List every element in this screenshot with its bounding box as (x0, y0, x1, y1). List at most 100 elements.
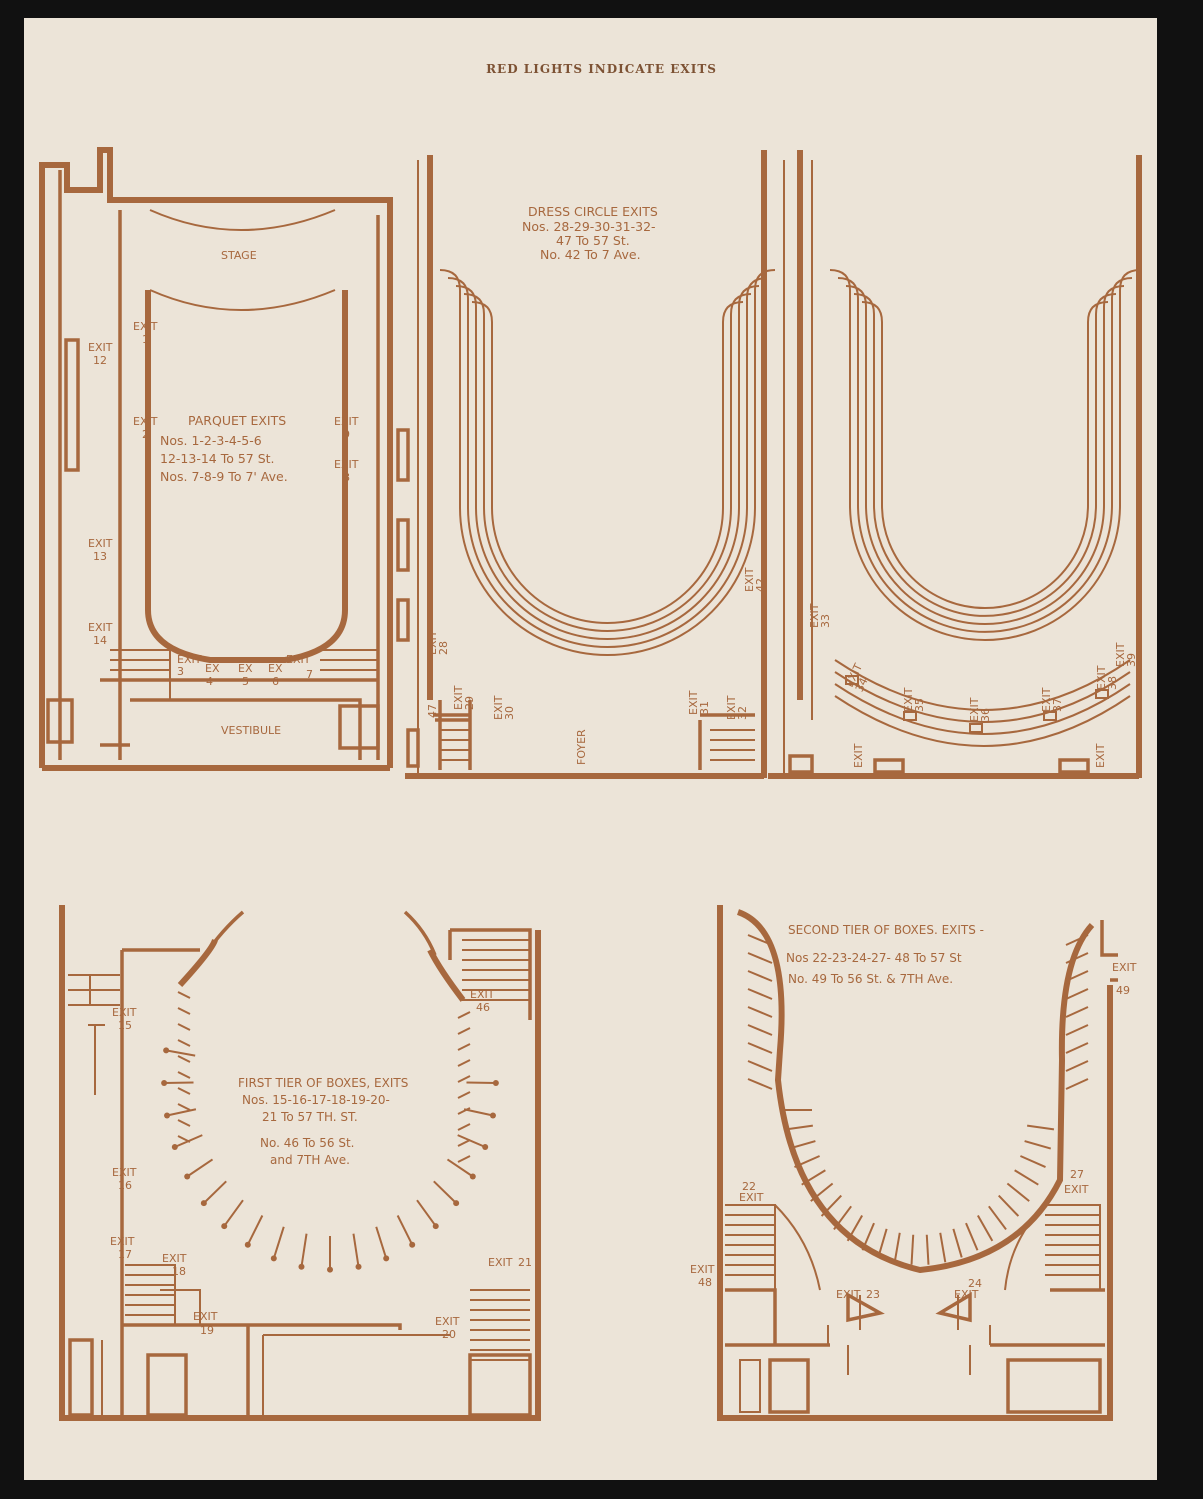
box-partition (1065, 1006, 1089, 1018)
box-partition (272, 1226, 285, 1259)
box-partition (747, 934, 773, 946)
box-partition (186, 1158, 214, 1178)
exit-label: EXIT (88, 537, 113, 550)
exit-label: EXIT (739, 1191, 764, 1204)
second-tier-partitions (747, 934, 1089, 1265)
exit-label: EXIT (687, 690, 700, 715)
exit-label: EXIT (435, 1315, 460, 1328)
exit-number: 12 (93, 354, 107, 367)
exit-label: EXIT (133, 415, 158, 428)
box-marker (200, 1200, 207, 1207)
box-partition (246, 1215, 264, 1246)
first-tier-plan: FIRST TIER OF BOXES, EXITS Nos. 15-16-17… (59, 905, 541, 1421)
exit-number: 23 (866, 1288, 880, 1301)
exit-number: 6 (272, 675, 279, 688)
seating-row (829, 269, 1141, 641)
box-marker (161, 1079, 168, 1086)
box-partition (165, 1049, 196, 1057)
box-marker (355, 1263, 362, 1270)
box-partition (457, 1091, 471, 1099)
box-partition (457, 1011, 471, 1019)
box-partition (1027, 1124, 1055, 1131)
exit-label: EXIT (88, 341, 113, 354)
box-partition (457, 1059, 471, 1067)
exit-number: 15 (118, 1019, 132, 1032)
box-partition (1065, 934, 1089, 946)
box-partition (820, 1194, 842, 1217)
box-partition (457, 1043, 471, 1051)
box-partition (177, 1023, 191, 1031)
box-partition (893, 1232, 901, 1263)
box-partition (801, 1169, 826, 1186)
exit-label: EX (238, 662, 253, 675)
exit-number: 33 (819, 614, 832, 628)
exit-number: 19 (200, 1324, 214, 1337)
box-partition (833, 1205, 852, 1231)
box-partition (457, 1155, 471, 1163)
box-marker (221, 1223, 228, 1230)
second-tier-line3: No. 49 To 56 St. & 7TH Ave. (788, 972, 953, 986)
exit-label: EXIT (112, 1166, 137, 1179)
exit-number: 22 (742, 1180, 756, 1193)
exit-label: EXIT (836, 1288, 861, 1301)
box-partition (1065, 1078, 1089, 1090)
exit-label: EXIT (492, 695, 505, 720)
seating-row (447, 277, 768, 648)
box-partition (457, 1123, 471, 1131)
box-partition (352, 1233, 360, 1267)
box-partition (223, 1199, 244, 1227)
box-marker (489, 1112, 496, 1119)
exit-number: 46 (476, 1001, 490, 1014)
box-partition (747, 1024, 773, 1036)
exit-number: 4 (206, 675, 213, 688)
exit-number: 28 (437, 641, 450, 655)
program-page (24, 18, 1157, 1480)
box-partition (1065, 952, 1089, 964)
box-partition (1014, 1169, 1039, 1186)
first-tier-line1: Nos. 15-16-17-18-19-20- (242, 1093, 390, 1107)
box-partition (457, 1134, 486, 1148)
exit-number: 7 (306, 668, 313, 681)
box-partition (446, 1158, 474, 1178)
stage-label: STAGE (221, 249, 257, 262)
box-partition (177, 1103, 191, 1111)
exit-number: 14 (93, 634, 107, 647)
seating-row (463, 293, 752, 632)
box-marker (184, 1173, 191, 1180)
exit-label: EXIT (743, 567, 756, 592)
box-partition (164, 1081, 194, 1084)
box-partition (988, 1205, 1007, 1231)
box-partition (910, 1234, 915, 1265)
box-partition (788, 1140, 816, 1150)
exit-label: EXIT (1040, 687, 1053, 712)
exit-number: 47 (426, 704, 439, 718)
exit-label: EXIT (426, 630, 439, 655)
box-marker (383, 1255, 390, 1262)
box-partition (433, 1180, 457, 1204)
parquet-plan: STAGE VESTIBULE PARQUET EXITS Nos. 1-2-3… (39, 147, 410, 771)
seating-row (455, 285, 760, 640)
exit-label: EX (268, 662, 283, 675)
box-partition (747, 1042, 773, 1054)
seating-row (861, 301, 1109, 609)
exit-label: EX (205, 662, 220, 675)
exit-number: 8 (343, 471, 350, 484)
dress-circle-line3: No. 42 To 7 Ave. (540, 247, 641, 262)
seating-row (471, 301, 744, 624)
exit-label: EXIT (808, 603, 821, 628)
vestibule-label: VESTIBULE (221, 724, 281, 737)
box-marker (327, 1266, 333, 1273)
box-partition (177, 1055, 191, 1063)
dress-circle-seating-rows (439, 269, 776, 656)
box-partition (203, 1180, 227, 1204)
box-partition (998, 1194, 1020, 1217)
exit-label: EXIT (286, 653, 311, 666)
box-partition (300, 1233, 308, 1267)
exit-label: EXIT (88, 621, 113, 634)
box-partition (952, 1228, 963, 1258)
box-partition (177, 991, 191, 999)
exit-number: 29 (463, 696, 476, 710)
box-partition (877, 1228, 888, 1258)
box-partition (457, 1075, 471, 1083)
